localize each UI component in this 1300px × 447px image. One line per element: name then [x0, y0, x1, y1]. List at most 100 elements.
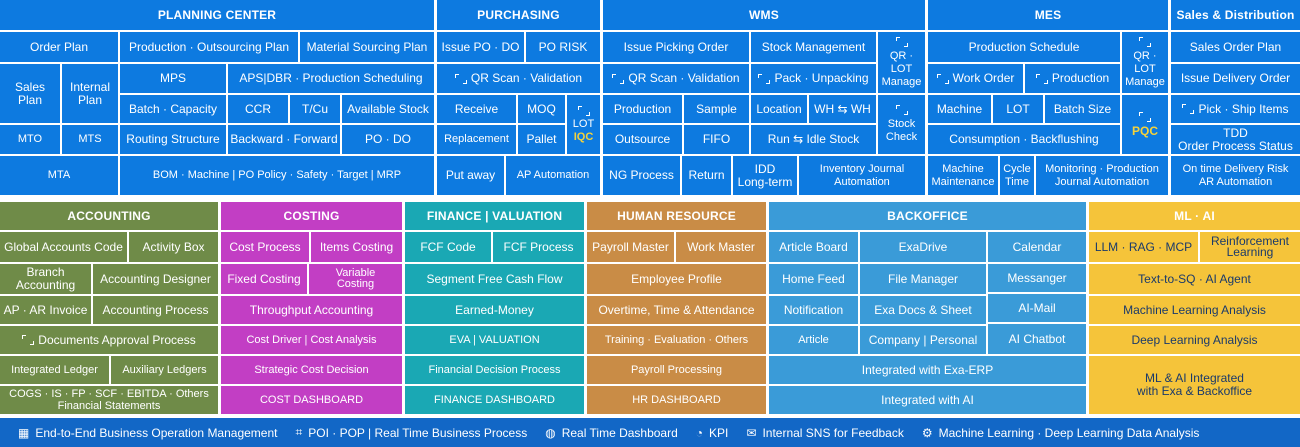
eva-valuation-cell[interactable]: EVA | VALUATION: [405, 326, 584, 354]
production-schedule-cell[interactable]: Production Schedule: [928, 32, 1120, 62]
on-time-delivery-cell[interactable]: On time Delivery Risk AR Automation: [1171, 156, 1300, 195]
article-board-cell[interactable]: Article Board: [769, 232, 858, 262]
wms-production-cell[interactable]: Production: [603, 95, 682, 123]
segment-free-cash-flow-cell[interactable]: Segment Free Cash Flow: [405, 264, 584, 294]
ai-mail-cell[interactable]: AI-Mail: [988, 294, 1086, 322]
ap-automation-cell[interactable]: AP Automation: [506, 156, 600, 195]
mts-cell[interactable]: MTS: [62, 125, 118, 154]
cost-dashboard-cell[interactable]: COST DASHBOARD: [221, 386, 402, 414]
ap-ar-invoice-cell[interactable]: AP · AR Invoice: [0, 296, 91, 324]
company-personal-cell[interactable]: Company | Personal: [860, 326, 986, 354]
monitoring-production-cell[interactable]: Monitoring · Production Journal Automati…: [1036, 156, 1168, 195]
mta-cell[interactable]: MTA: [0, 156, 118, 195]
text-to-sq-cell[interactable]: Text-to-SQ · AI Agent: [1089, 264, 1300, 294]
throughput-accounting-cell[interactable]: Throughput Accounting: [221, 296, 402, 324]
finance-dashboard-cell[interactable]: FINANCE DASHBOARD: [405, 386, 584, 414]
fixed-costing-cell[interactable]: Fixed Costing: [221, 264, 307, 294]
sample-cell[interactable]: Sample: [684, 95, 749, 123]
mes-qr-lot-manage-cell[interactable]: QR · LOT Manage: [1122, 32, 1168, 93]
pqc-cell[interactable]: PQC: [1122, 95, 1168, 154]
stock-check-cell[interactable]: Stock Check: [878, 95, 925, 154]
tdd-status-cell[interactable]: TDD Order Process Status: [1171, 125, 1300, 154]
consumption-backflushing-cell[interactable]: Consumption · Backflushing: [928, 125, 1120, 154]
fifo-cell[interactable]: FIFO: [684, 125, 749, 154]
internal-plan-cell[interactable]: Internal Plan: [62, 64, 118, 123]
idd-long-term-cell[interactable]: IDD Long-term: [733, 156, 797, 195]
po-risk-cell[interactable]: PO RISK: [526, 32, 600, 62]
items-costing-cell[interactable]: Items Costing: [311, 232, 402, 262]
outsource-cell[interactable]: Outsource: [603, 125, 682, 154]
ml-ai-integrated-cell[interactable]: ML & AI Integrated with Exa & Backoffice: [1089, 356, 1300, 414]
ccr-cell[interactable]: CCR: [228, 95, 288, 123]
ng-process-cell[interactable]: NG Process: [603, 156, 680, 195]
accounting-process-cell[interactable]: Accounting Process: [93, 296, 218, 324]
training-evaluation-cell[interactable]: Training · Evaluation · Others: [587, 326, 766, 354]
cycle-time-cell[interactable]: Cycle Time: [1000, 156, 1034, 195]
global-accounts-code-cell[interactable]: Global Accounts Code: [0, 232, 127, 262]
activity-box-cell[interactable]: Activity Box: [129, 232, 218, 262]
mps-cell[interactable]: MPS: [120, 64, 226, 93]
mes-lot-cell[interactable]: LOT: [993, 95, 1043, 123]
backward-forward-cell[interactable]: Backward · Forward: [228, 125, 340, 154]
tcu-cell[interactable]: T/Cu: [290, 95, 340, 123]
ai-chatbot-cell[interactable]: AI Chatbot: [988, 324, 1086, 354]
issue-picking-order-cell[interactable]: Issue Picking Order: [603, 32, 749, 62]
integrated-ai-cell[interactable]: Integrated with AI: [769, 386, 1086, 414]
financial-statements-cell[interactable]: COGS · IS · FP · SCF · EBITDA · Others F…: [0, 386, 218, 414]
moq-cell[interactable]: MOQ: [518, 95, 565, 123]
ml-analysis-cell[interactable]: Machine Learning Analysis: [1089, 296, 1300, 324]
notification-cell[interactable]: Notification: [769, 296, 858, 324]
purchasing-qr-scan-cell[interactable]: QR Scan · Validation: [437, 64, 600, 93]
file-manager-cell[interactable]: File Manager: [860, 264, 986, 294]
inventory-journal-automation-cell[interactable]: Inventory Journal Automation: [799, 156, 925, 195]
exadrive-cell[interactable]: ExaDrive: [860, 232, 986, 262]
issue-po-do-cell[interactable]: Issue PO · DO: [437, 32, 524, 62]
article-cell[interactable]: Article: [769, 326, 858, 354]
batch-capacity-cell[interactable]: Batch · Capacity: [120, 95, 226, 123]
issue-delivery-order-cell[interactable]: Issue Delivery Order: [1171, 64, 1300, 93]
llm-rag-mcp-cell[interactable]: LLM · RAG · MCP: [1089, 232, 1198, 262]
bom-policy-mrp-cell[interactable]: BOM · Machine | PO Policy · Safety · Tar…: [120, 156, 434, 195]
lot-iqc-cell[interactable]: LOT IQC: [567, 95, 600, 154]
receive-cell[interactable]: Receive: [437, 95, 516, 123]
branch-accounting-cell[interactable]: Branch Accounting: [0, 264, 91, 294]
payroll-processing-cell[interactable]: Payroll Processing: [587, 356, 766, 384]
mes-production-cell[interactable]: Production: [1025, 64, 1120, 93]
return-cell[interactable]: Return: [682, 156, 731, 195]
integrated-ledger-cell[interactable]: Integrated Ledger: [0, 356, 109, 384]
stock-management-cell[interactable]: Stock Management: [751, 32, 876, 62]
replacement-cell[interactable]: Replacement: [437, 125, 516, 154]
put-away-cell[interactable]: Put away: [437, 156, 504, 195]
pallet-cell[interactable]: Pallet: [518, 125, 565, 154]
available-stock-cell[interactable]: Available Stock: [342, 95, 434, 123]
earned-money-cell[interactable]: Earned-Money: [405, 296, 584, 324]
wms-qr-scan-cell[interactable]: QR Scan · Validation: [603, 64, 749, 93]
mto-cell[interactable]: MTO: [0, 125, 60, 154]
messanger-cell[interactable]: Messanger: [988, 264, 1086, 292]
material-sourcing-plan-cell[interactable]: Material Sourcing Plan: [300, 32, 434, 62]
hr-dashboard-cell[interactable]: HR DASHBOARD: [587, 386, 766, 414]
pick-ship-items-cell[interactable]: Pick · Ship Items: [1171, 95, 1300, 123]
routing-structure-cell[interactable]: Routing Structure: [120, 125, 226, 154]
aps-dbr-cell[interactable]: APS|DBR · Production Scheduling: [228, 64, 434, 93]
exa-docs-sheet-cell[interactable]: Exa Docs & Sheet: [860, 296, 986, 324]
order-plan-cell[interactable]: Order Plan: [0, 32, 118, 62]
po-do-cell[interactable]: PO · DO: [342, 125, 434, 154]
cost-process-cell[interactable]: Cost Process: [221, 232, 309, 262]
pack-unpacking-cell[interactable]: Pack · Unpacking: [751, 64, 876, 93]
calendar-cell[interactable]: Calendar: [988, 232, 1086, 262]
fcf-process-cell[interactable]: FCF Process: [493, 232, 584, 262]
machine-maintenance-cell[interactable]: Machine Maintenance: [928, 156, 998, 195]
work-master-cell[interactable]: Work Master: [676, 232, 766, 262]
run-idle-stock-cell[interactable]: Run ⇆ Idle Stock: [751, 125, 876, 154]
strategic-cost-decision-cell[interactable]: Strategic Cost Decision: [221, 356, 402, 384]
cost-driver-cell[interactable]: Cost Driver | Cost Analysis: [221, 326, 402, 354]
machine-cell[interactable]: Machine: [928, 95, 991, 123]
variable-costing-cell[interactable]: Variable Costing: [309, 264, 402, 294]
accounting-designer-cell[interactable]: Accounting Designer: [93, 264, 218, 294]
payroll-master-cell[interactable]: Payroll Master: [587, 232, 674, 262]
home-feed-cell[interactable]: Home Feed: [769, 264, 858, 294]
wms-qr-lot-manage-cell[interactable]: QR · LOT Manage: [878, 32, 925, 93]
wh-to-wh-cell[interactable]: WH ⇆ WH: [809, 95, 876, 123]
batch-size-cell[interactable]: Batch Size: [1045, 95, 1120, 123]
